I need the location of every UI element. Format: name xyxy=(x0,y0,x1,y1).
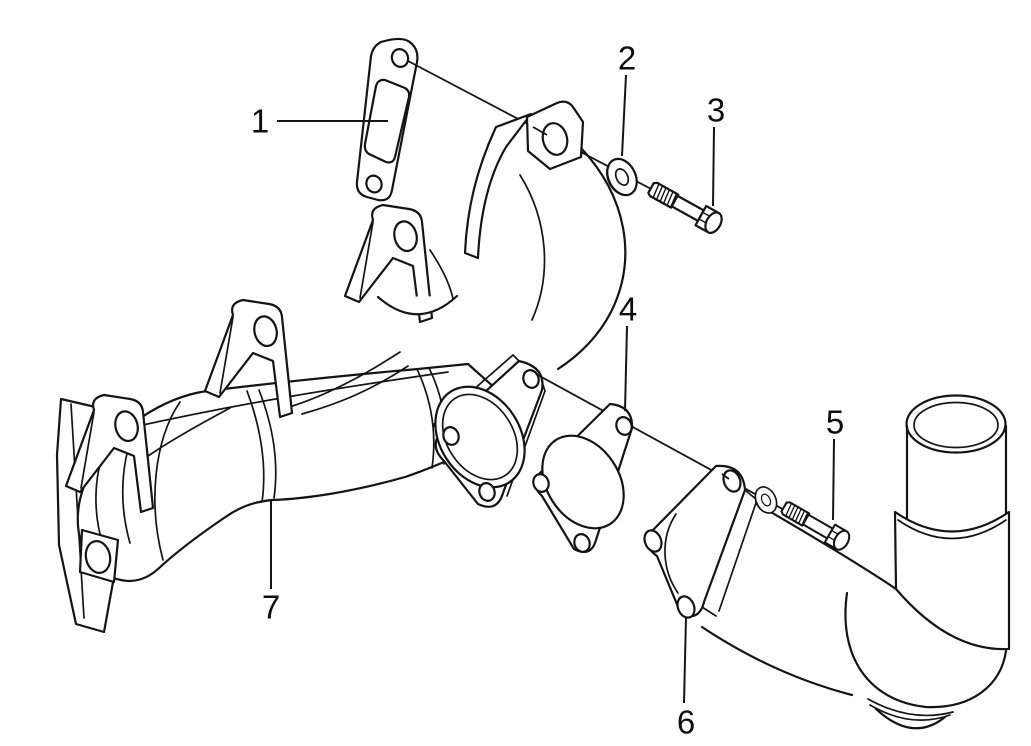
part-outlet-pipe-6 xyxy=(643,394,1011,730)
gasket-1-hole-bottom xyxy=(365,174,383,194)
part-gasket-4 xyxy=(532,402,634,554)
part-manifold-7 xyxy=(55,100,627,634)
manifold-web-2 xyxy=(301,365,409,415)
manifold-outlet-hole-l xyxy=(442,426,460,446)
callout-6-label: 6 xyxy=(677,704,695,741)
manifold-runner2-edge xyxy=(429,249,454,300)
manifold-port1-hole xyxy=(541,122,569,156)
manifold-port-bracket-3 xyxy=(203,298,294,419)
pipe-6-body-lower xyxy=(700,625,854,697)
callout-3-leader xyxy=(712,126,715,207)
callout-1-label: 1 xyxy=(251,103,269,140)
gasket-1-hole-top xyxy=(390,48,410,68)
manifold-runner1-inner xyxy=(519,174,546,321)
callout-1: 1 xyxy=(251,103,388,140)
manifold-port1-plate xyxy=(463,112,533,260)
alignment-line-1-touchup xyxy=(532,126,548,136)
manifold-outlet-bore-inner xyxy=(441,393,519,481)
part-washer-2 xyxy=(599,152,644,202)
callout-2-leader xyxy=(621,74,627,157)
manifold-runner1-right xyxy=(556,146,627,371)
callout-4: 4 xyxy=(619,291,637,412)
pipe-6-sleeve xyxy=(893,510,1011,651)
manifold-bottom-lug-hole xyxy=(84,540,112,574)
pipe-6-elbow-seam-1 xyxy=(867,698,954,717)
gasket-4-hole-top xyxy=(615,416,633,436)
pipe-6-tube-fill xyxy=(907,424,1006,546)
manifold-y-saddle xyxy=(376,294,459,316)
manifold-port-bracket-2 xyxy=(343,203,434,324)
gasket-4-opening xyxy=(541,434,625,530)
manifold-web-1 xyxy=(285,351,401,409)
pipe-6-elbow-bulge xyxy=(874,707,947,730)
manifold-elbow-arc-3 xyxy=(154,401,181,561)
callouts: 1 2 3 4 5 6 7 xyxy=(251,40,844,741)
callout-4-label: 4 xyxy=(619,291,637,328)
manifold-port-bracket-4 xyxy=(64,393,155,514)
pipe-6-tube-rim-inner xyxy=(913,401,999,449)
pipe-6-flange-opening xyxy=(664,513,679,594)
manifold-rib-2a xyxy=(416,368,435,469)
manifold-outlet-hole-tr xyxy=(522,369,540,389)
pipe-6-flange-hole-top xyxy=(722,469,742,493)
callout-6-leader xyxy=(683,616,687,704)
callout-2: 2 xyxy=(618,40,636,157)
pipe-6-elbow-curve xyxy=(844,591,1008,709)
pipe-6-flange-hole-left xyxy=(643,529,663,553)
callout-5-label: 5 xyxy=(826,404,844,441)
callout-3: 3 xyxy=(707,92,725,207)
part-gasket-1 xyxy=(355,37,419,202)
part-washer-5 xyxy=(750,482,782,518)
gasket-4-hole-bottom xyxy=(573,533,591,553)
pipe-6-sleeve-rim xyxy=(897,519,1007,540)
pipe-6-flange-hole-bottom xyxy=(676,595,696,619)
callout-2-label: 2 xyxy=(618,40,636,77)
callout-4-leader xyxy=(624,325,628,412)
manifold-web-3 xyxy=(147,407,231,457)
callout-5: 5 xyxy=(826,404,844,521)
callout-7-label: 7 xyxy=(262,589,280,626)
pipe-6-tube-rim-outer xyxy=(905,394,1007,454)
callout-6: 6 xyxy=(677,616,695,741)
callout-7: 7 xyxy=(262,501,280,626)
gasket-4-hole-left xyxy=(532,473,550,493)
pipe-6-body-upper xyxy=(755,502,898,591)
pipe-6-elbow-seam-2 xyxy=(869,704,951,721)
alignment-line-4-touchup xyxy=(721,473,730,480)
callout-3-label: 3 xyxy=(707,92,725,129)
manifold-outlet-hole-b xyxy=(478,482,496,502)
part-bolt-5 xyxy=(777,497,854,554)
callout-5-leader xyxy=(832,438,835,521)
